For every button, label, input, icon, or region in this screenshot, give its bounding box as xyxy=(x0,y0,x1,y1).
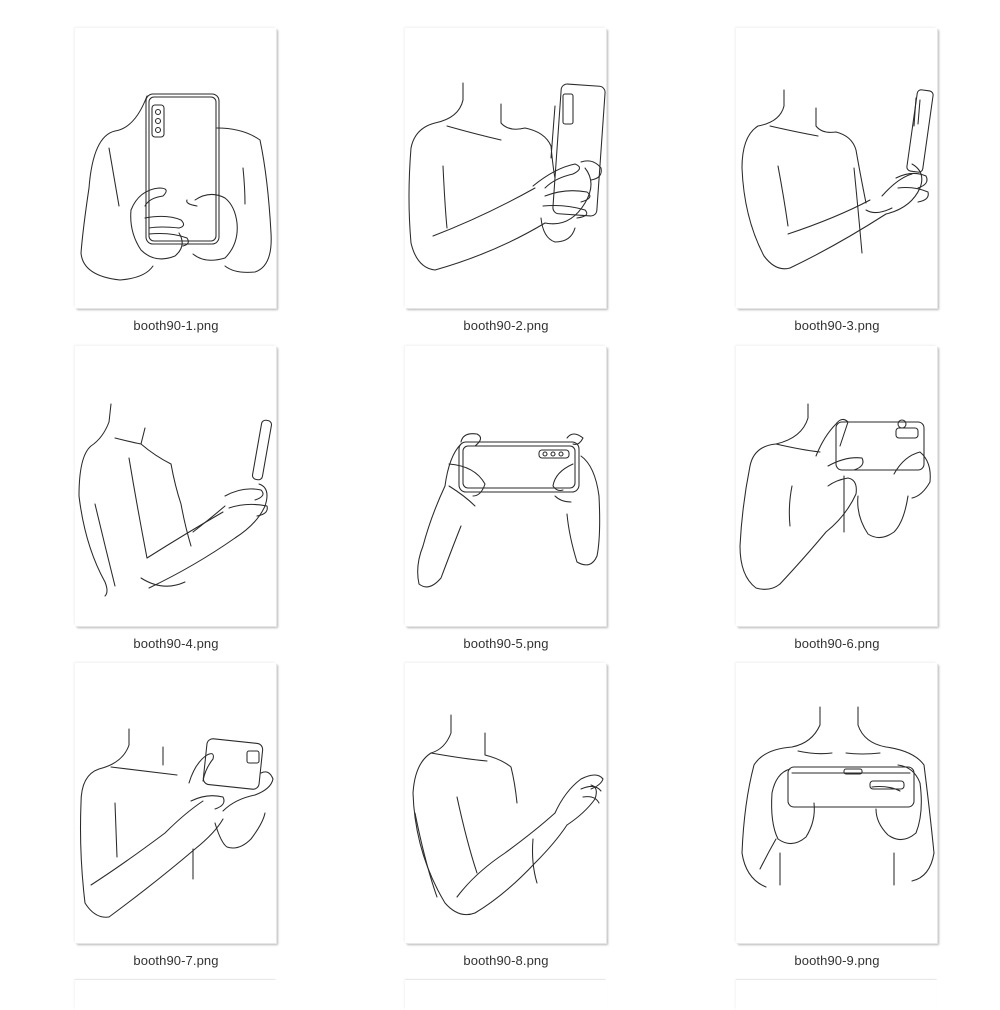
thumbnail[interactable] xyxy=(75,980,276,1010)
thumbnail[interactable] xyxy=(736,28,937,308)
line-art-image-icon xyxy=(417,433,601,588)
line-art-image-icon xyxy=(408,82,606,271)
thumbnail[interactable] xyxy=(75,346,276,626)
thumbnail[interactable] xyxy=(405,663,606,943)
file-name-label[interactable]: booth90-3.png xyxy=(794,318,880,333)
thumbnail[interactable] xyxy=(405,346,606,626)
file-name-label[interactable]: booth90-8.png xyxy=(463,953,549,968)
line-art-image-icon xyxy=(80,93,272,281)
file-name-label[interactable]: booth90-4.png xyxy=(133,636,219,651)
line-art-image-icon xyxy=(739,403,931,590)
line-art-image-icon xyxy=(78,403,273,597)
file-name-label[interactable]: booth90-5.png xyxy=(463,636,549,651)
thumbnail[interactable] xyxy=(736,663,937,943)
file-name-label[interactable]: booth90-1.png xyxy=(133,318,219,333)
thumbnail[interactable] xyxy=(75,663,276,943)
line-art-image-icon xyxy=(741,89,934,270)
thumbnail[interactable] xyxy=(405,980,606,1010)
line-art-image-icon xyxy=(741,706,935,888)
file-name-label[interactable]: booth90-7.png xyxy=(133,953,219,968)
thumbnail[interactable] xyxy=(405,28,606,308)
thumbnail[interactable] xyxy=(736,346,937,626)
file-name-label[interactable]: booth90-2.png xyxy=(463,318,549,333)
file-name-label[interactable]: booth90-6.png xyxy=(794,636,880,651)
file-name-label[interactable]: booth90-9.png xyxy=(794,953,880,968)
line-art-image-icon xyxy=(412,714,604,916)
thumbnail[interactable] xyxy=(75,28,276,308)
thumbnail[interactable] xyxy=(736,980,937,1010)
line-art-image-icon xyxy=(79,728,274,918)
